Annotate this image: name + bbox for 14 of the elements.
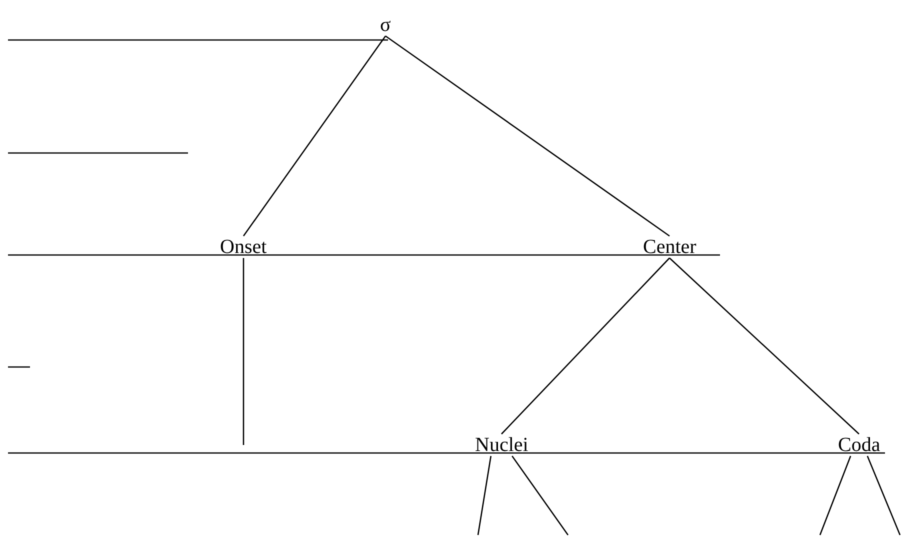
tree-branch-line	[242, 258, 244, 445]
tree-node-label: σ	[380, 14, 391, 36]
tree-node-label: Onset	[220, 236, 267, 258]
tree-branch-line	[512, 456, 569, 536]
tree-branch-line	[477, 456, 492, 536]
tree-branch-line	[866, 456, 901, 536]
tree-node-label: Center	[643, 236, 696, 258]
tree-branch-line	[242, 36, 386, 236]
tree-branch-line	[501, 258, 670, 434]
tree-branch-line	[819, 456, 852, 536]
tree-node-label: Nuclei	[475, 434, 528, 456]
tree-branch-line	[385, 35, 670, 237]
tree-node-label: Coda	[838, 434, 880, 456]
tree-branch-line	[669, 258, 860, 434]
